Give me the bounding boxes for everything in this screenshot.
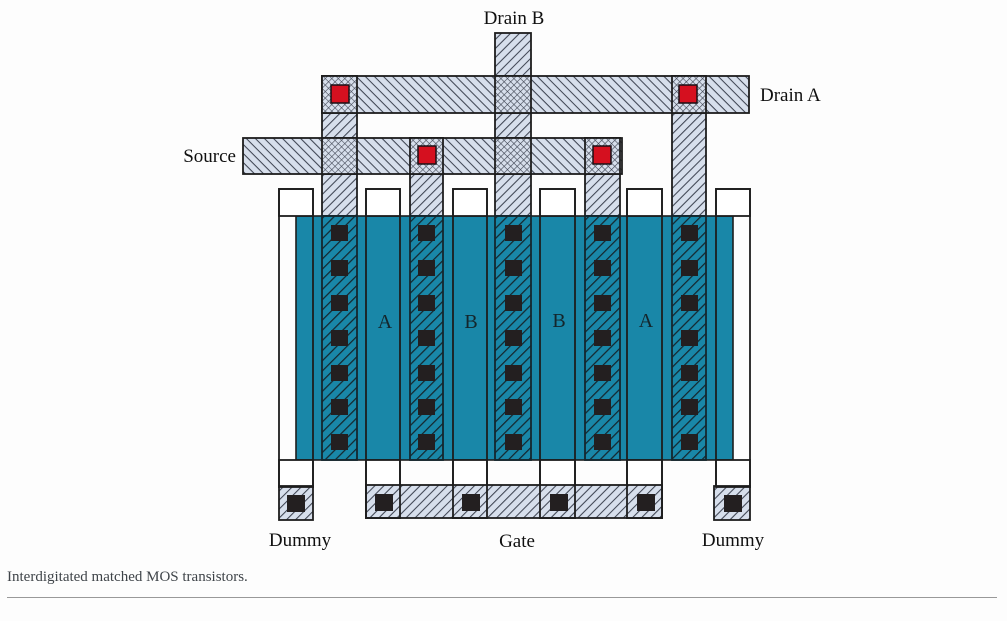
overlap-source-fb xyxy=(494,137,532,175)
vias xyxy=(330,84,698,165)
drain-b-label: Drain B xyxy=(484,8,545,29)
gate-column-3-top xyxy=(539,188,576,217)
gate-strip xyxy=(365,484,663,519)
dummy-column-left-bottom xyxy=(278,459,314,488)
overlap-source-f4 xyxy=(584,137,621,175)
dummy-poly-right xyxy=(715,188,751,488)
transistor-a-left-label: A xyxy=(378,311,393,333)
dummy-left-label: Dummy xyxy=(269,530,332,551)
gate-poly-a-right xyxy=(626,188,663,519)
figure-caption: Interdigitated matched MOS transistors. xyxy=(7,569,248,585)
via-source-right xyxy=(592,145,612,165)
poly-column-outlines xyxy=(278,188,751,519)
dummy-poly-left xyxy=(278,188,314,488)
dummy-column-left-top xyxy=(278,188,314,217)
via-drain-a-right xyxy=(678,84,698,104)
gate-column-2-top xyxy=(452,188,488,217)
gate-label: Gate xyxy=(499,531,535,552)
gate-column-4-top xyxy=(626,188,663,217)
via-drain-a-left xyxy=(330,84,350,104)
via-source-left xyxy=(417,145,437,165)
gate-poly-b-right xyxy=(539,188,576,519)
transistor-b-right-label: B xyxy=(552,310,565,332)
transistor-a-right-label: A xyxy=(639,310,654,332)
dummy-right-label: Dummy xyxy=(702,530,765,551)
source-label: Source xyxy=(183,146,236,167)
dummy-column-right-bottom xyxy=(715,459,751,488)
overlap-draina-fb xyxy=(494,75,532,114)
overlap-draina-f1 xyxy=(321,75,358,114)
rail-finger-overlaps xyxy=(321,75,707,175)
dummy-column-right-top xyxy=(715,188,751,217)
gate-poly-a-left xyxy=(365,188,401,519)
overlap-source-f1 xyxy=(321,137,358,175)
drain-a-label: Drain A xyxy=(760,85,821,106)
drain-b-finger xyxy=(494,32,532,217)
transistor-b-left-label: B xyxy=(464,311,477,333)
divider-rule xyxy=(7,597,997,598)
gate-poly-b-left xyxy=(452,188,488,519)
gate-column-1-top xyxy=(365,188,401,217)
